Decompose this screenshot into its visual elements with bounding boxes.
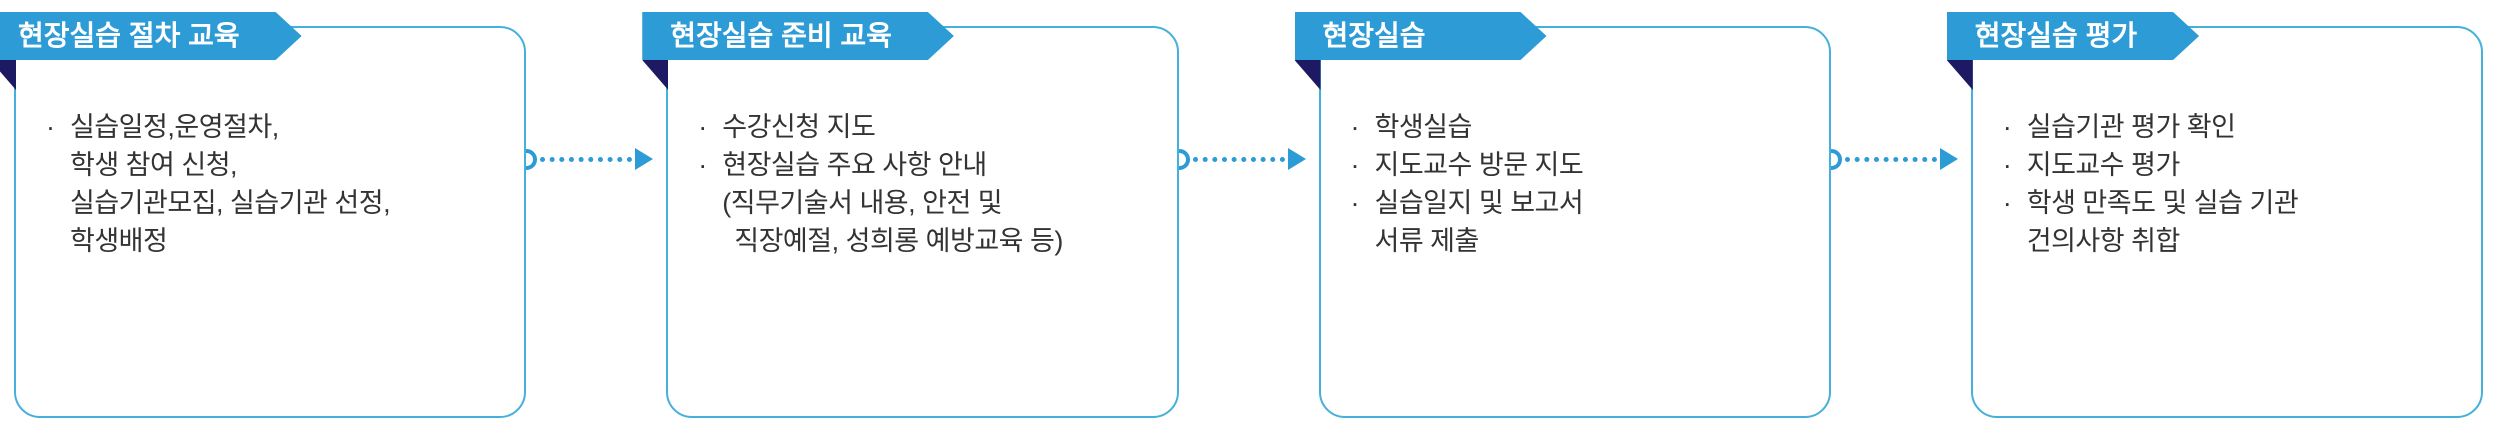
arrow-right-icon [635,148,654,170]
step-line: 실습기관모집, 실습기관 선정, [46,184,502,222]
bullet-dot [698,184,722,222]
bullet-dot: · [698,150,707,180]
step-line: (직무기술서 내용, 안전 및 [698,184,1154,222]
ribbon-fold-icon [642,60,669,90]
bullet-dot [2003,222,2027,260]
bullet-dot [46,184,70,222]
step-ribbon: 현장실습 [1295,12,1547,60]
step-title: 현장실습 준비 교육 [670,20,892,51]
step-lines: · 실습일정,운영절차, 학생 참여 신청, 실습기관모집, 실습기관 선정, 학생배정 [16,28,524,280]
step-line-text: 학생실습 [1374,112,1473,142]
flow-connector [1820,148,1971,170]
flow-connector [516,148,666,170]
bullet-dot: · [1350,150,1360,180]
step-line: · 실습일정,운영절차, [46,108,502,146]
bullet-dot: · [2002,112,2012,142]
step-line-text: 실습일정,운영절차, [70,112,279,142]
step-line: · 현장실습 주요 사항 안내 [698,146,1154,184]
step-card-preparation-education: 현장실습 준비 교육 ·수강신청 지도·현장실습 주요 사항 안내(직무기술서 … [642,26,1179,418]
step-line-text: 현장실습 주요 사항 안내 [722,150,987,180]
arrow-right-icon [1287,148,1306,170]
step-ribbon: 현장실습 준비 교육 [642,12,954,60]
dotted-line [1192,156,1285,162]
step-line-text: 건의사항 취합 [2026,226,2181,256]
step-line: · 실습기관 평가 확인 [2003,108,2459,146]
step-title: 현장실습 절차 교육 [18,20,240,51]
step-line-text: 실습기관모집, 실습기관 선정, [70,188,391,218]
step-line: 서류 제출 [1351,222,1807,260]
step-line-text: (직무기술서 내용, 안전 및 [722,188,1003,218]
step-line: · 학생실습 [1351,108,1807,146]
ribbon-fold-icon [1946,60,1973,90]
step-line-text: 학생배정 [70,226,168,256]
flow-connector [1168,148,1319,170]
step-line: · 학생 만족도 및 실습 기관 [2003,184,2459,222]
step-line-text: 학생 만족도 및 실습 기관 [2026,188,2299,218]
step-card-procedure-education: 현장실습 절차 교육 ·실습일정,운영절차,학생 참여 신청,실습기관모집, 실… [0,26,527,418]
step-line-text: 학생 참여 신청, [70,150,238,180]
step-line-text: 직장예절, 성희롱 예방교육 등) [734,226,1063,256]
bullet-dot [1351,222,1375,260]
step-ribbon: 현장실습 절차 교육 [0,12,302,60]
dotted-line [1844,156,1937,162]
bullet-dot: · [698,112,707,142]
bullet-dot: · [1350,112,1360,142]
step-card-evaluation: 현장실습 평가 ·실습기관 평가 확인·지도교수 평가·학생 만족도 및 실습 … [1946,26,2483,418]
step-line-text: 서류 제출 [1374,226,1480,256]
step-line-text: 지도교수 평가 [2026,150,2181,180]
process-flow: 현장실습 절차 교육 · 실습일정,운영절차, 학생 참여 신청, 실습기관모집, 실… [0,0,2483,418]
arrow-right-icon [1939,148,1958,170]
step-line: · 지도교수 방문 지도 [1351,146,1807,184]
bullet-dot: · [46,112,55,142]
step-title: 현장실습 [1322,20,1426,51]
ribbon-fold-icon [1294,60,1321,90]
bullet-dot: · [1350,188,1360,218]
step-line: 학생배정 [46,222,502,260]
step-line: · 지도교수 평가 [2003,146,2459,184]
dotted-line [540,156,633,162]
bullet-dot: · [2002,150,2012,180]
step-line: · 수강신청 지도 [698,108,1154,146]
ribbon-fold-icon [0,60,16,90]
step-line-text: 실습기관 평가 확인 [2026,112,2236,142]
bullet-dot [46,222,70,260]
bullet-dot [698,222,722,260]
step-line: 학생 참여 신청, [46,146,502,184]
step-ribbon: 현장실습 평가 [1947,12,2199,60]
step-title: 현장실습 평가 [1974,20,2138,51]
step-line-text: 실습일지 및 보고서 [1374,188,1584,218]
bullet-dot [46,146,70,184]
step-line-text: 수강신청 지도 [722,112,876,142]
step-line-text: 지도교수 방문 지도 [1374,150,1584,180]
step-line: 건의사항 취합 [2003,222,2459,260]
bullet-dot: · [2002,188,2012,218]
step-line: · 실습일지 및 보고서 [1351,184,1807,222]
step-line: 직장예절, 성희롱 예방교육 등) [698,222,1154,260]
